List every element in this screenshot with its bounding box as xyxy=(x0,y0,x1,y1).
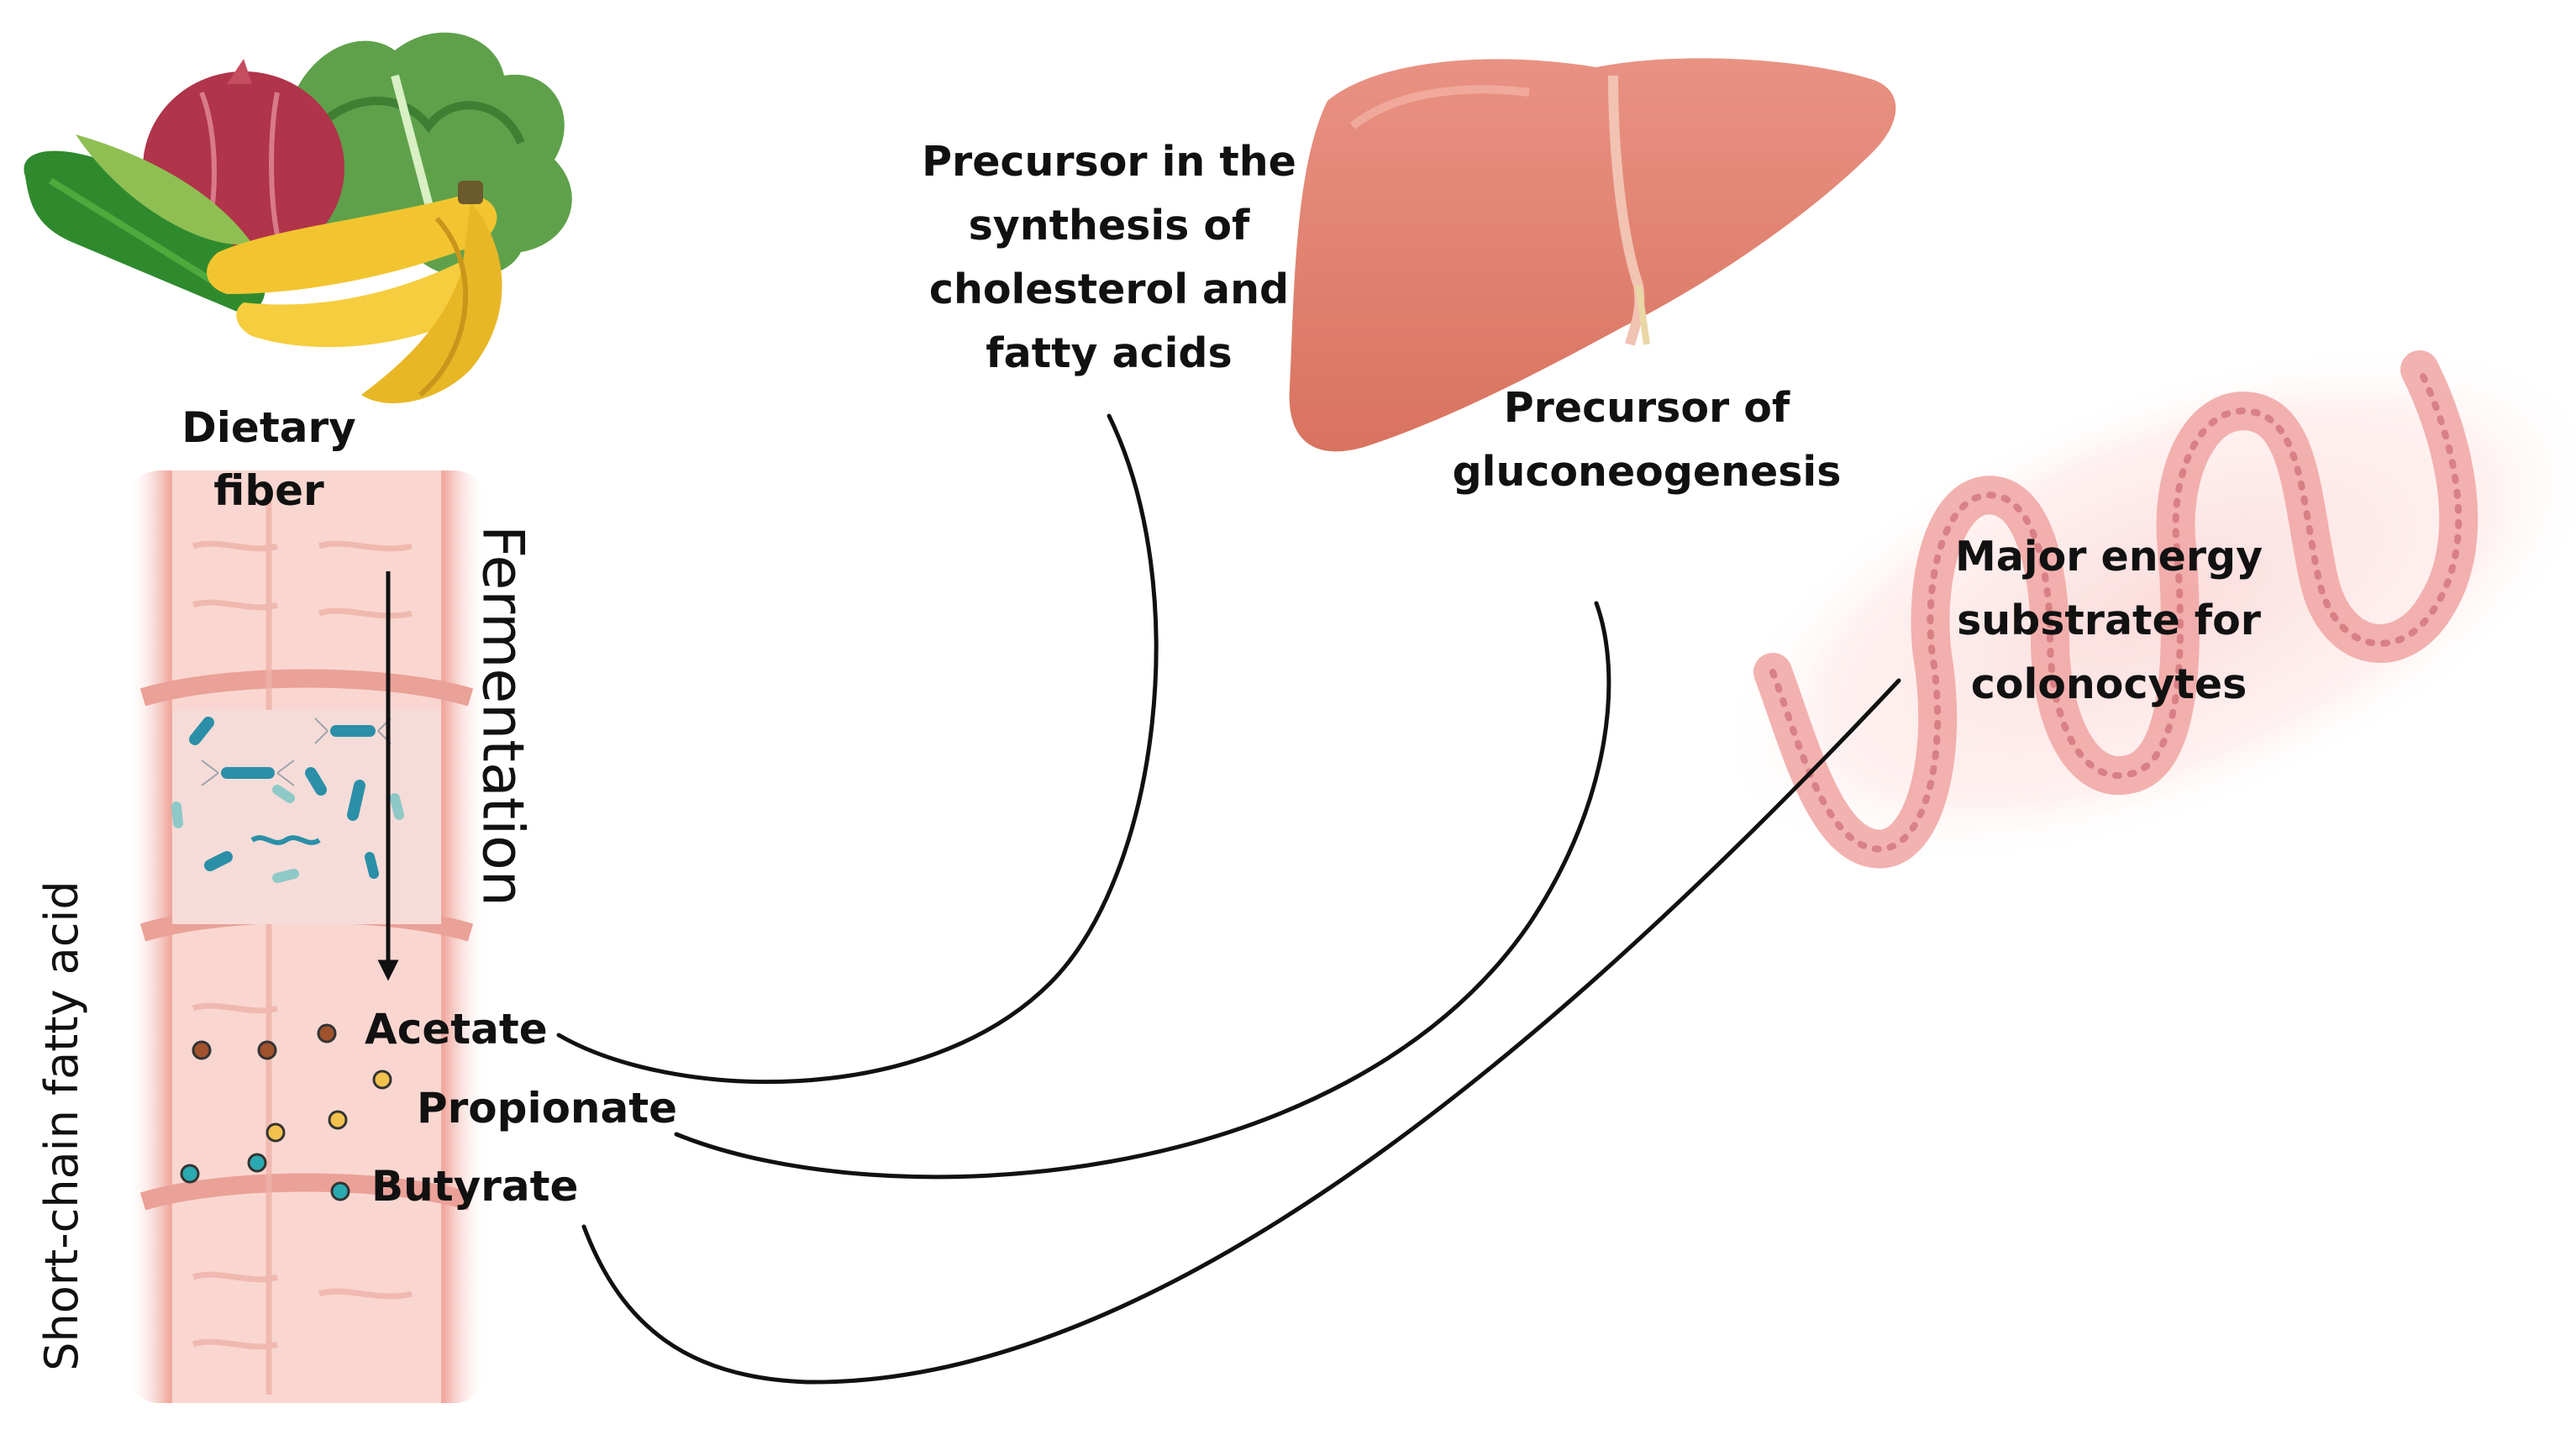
liver-icon xyxy=(1289,58,1896,452)
acetate-connector xyxy=(556,413,1159,1085)
butyrate-dots xyxy=(180,1153,350,1201)
butyrate-connector xyxy=(581,678,1901,1385)
butyrate-label: Butyrate xyxy=(371,1162,579,1211)
propionate-connector xyxy=(674,601,1611,1180)
bacteria-icon xyxy=(171,717,404,883)
acetate-dots xyxy=(192,1023,337,1060)
propionate-dots xyxy=(265,1070,392,1143)
acetate-label: Acetate xyxy=(365,1005,548,1054)
butyrate-role-label: Major energy substrate for colonocytes xyxy=(1954,533,2263,708)
intestine-icon xyxy=(126,470,487,1403)
propionate-label: Propionate xyxy=(417,1084,678,1133)
vegetables-icon xyxy=(24,32,572,403)
colon-villi-icon xyxy=(1716,342,2576,869)
connector-lines xyxy=(556,413,1901,1385)
fermentation-label: Fermentation xyxy=(469,525,536,907)
propionate-role-label: Precursor of gluconeogenesis xyxy=(1452,384,1842,496)
acetate-role-label: Precursor in the synthesis of cholestero… xyxy=(922,138,1296,377)
dietary-fiber-label: Dietary fiber xyxy=(181,403,356,515)
short-chain-fatty-acid-label: Short-chain fatty acid xyxy=(35,880,89,1371)
